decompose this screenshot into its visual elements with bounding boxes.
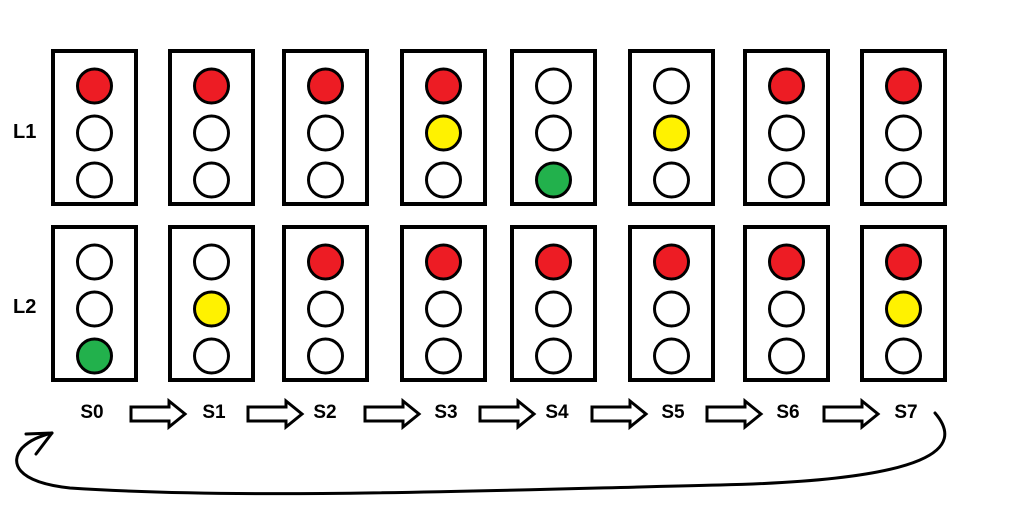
red-lamp: [76, 67, 113, 105]
loop-back-arrow: [15, 411, 947, 496]
yellow-lamp: [307, 114, 344, 152]
yellow-lamp: [535, 290, 572, 328]
state-label-s6: S6: [776, 402, 799, 423]
yellow-lamp: [76, 114, 113, 152]
arrow-s5-to-s6: [705, 397, 764, 431]
traffic-light-l1-s1: [168, 49, 255, 206]
red-lamp: [768, 67, 805, 105]
green-lamp: [535, 337, 572, 375]
traffic-light-l1-s4: [510, 49, 597, 206]
red-lamp: [535, 243, 572, 281]
row-label-l1: L1: [13, 121, 36, 143]
arrow-s4-to-s5: [590, 397, 649, 431]
traffic-light-l2-s1: [168, 225, 255, 382]
red-lamp: [885, 67, 922, 105]
red-lamp: [193, 243, 230, 281]
green-lamp: [307, 337, 344, 375]
traffic-light-l1-s2: [282, 49, 369, 206]
traffic-light-l1-s0: [51, 49, 138, 206]
state-label-s5: S5: [661, 402, 685, 423]
green-lamp: [768, 337, 805, 375]
state-label-s7: S7: [894, 402, 917, 423]
arrow-s1-to-s2: [246, 397, 305, 431]
loop-back-arrowhead: [24, 431, 54, 456]
yellow-lamp: [425, 290, 462, 328]
red-lamp: [76, 243, 113, 281]
traffic-lights: [51, 49, 947, 382]
yellow-lamp: [768, 114, 805, 152]
red-lamp: [885, 243, 922, 281]
traffic-light-l2-s5: [628, 225, 715, 382]
traffic-light-l2-s6: [743, 225, 830, 382]
traffic-light-l2-s2: [282, 225, 369, 382]
yellow-lamp: [535, 114, 572, 152]
red-lamp: [425, 67, 462, 105]
green-lamp: [768, 161, 805, 199]
green-lamp: [193, 337, 230, 375]
yellow-lamp: [653, 114, 690, 152]
yellow-lamp: [653, 290, 690, 328]
red-lamp: [425, 243, 462, 281]
row-label-l2: L2: [13, 296, 36, 318]
transition-arrows: [129, 397, 881, 431]
traffic-light-l2-s7: [860, 225, 947, 382]
yellow-lamp: [193, 290, 230, 328]
traffic-light-l1-s6: [743, 49, 830, 206]
yellow-lamp: [885, 290, 922, 328]
row-labels: L1 L2: [13, 121, 36, 318]
green-lamp: [885, 337, 922, 375]
red-lamp: [768, 243, 805, 281]
yellow-lamp: [193, 114, 230, 152]
arrow-s3-to-s4: [478, 397, 537, 431]
state-label-s0: S0: [80, 402, 103, 423]
green-lamp: [885, 161, 922, 199]
yellow-lamp: [307, 290, 344, 328]
traffic-light-l2-s4: [510, 225, 597, 382]
state-label-s4: S4: [545, 402, 569, 423]
state-label-s1: S1: [202, 402, 226, 423]
state-label-s3: S3: [434, 402, 457, 423]
green-lamp: [76, 337, 113, 375]
green-lamp: [76, 161, 113, 199]
traffic-light-l2-s0: [51, 225, 138, 382]
red-lamp: [193, 67, 230, 105]
green-lamp: [193, 161, 230, 199]
yellow-lamp: [768, 290, 805, 328]
green-lamp: [653, 161, 690, 199]
green-lamp: [535, 161, 572, 199]
traffic-light-l1-s7: [860, 49, 947, 206]
yellow-lamp: [885, 114, 922, 152]
red-lamp: [307, 243, 344, 281]
state-label-s2: S2: [313, 402, 336, 423]
traffic-light-l1-s5: [628, 49, 715, 206]
green-lamp: [425, 337, 462, 375]
green-lamp: [653, 337, 690, 375]
traffic-light-l1-s3: [400, 49, 487, 206]
red-lamp: [307, 67, 344, 105]
green-lamp: [307, 161, 344, 199]
red-lamp: [653, 243, 690, 281]
traffic-light-l2-s3: [400, 225, 487, 382]
state-labels: S0 S1 S2 S3 S4 S5 S6 S7: [80, 402, 917, 423]
arrow-s2-to-s3: [363, 397, 422, 431]
red-lamp: [535, 67, 572, 105]
arrow-s0-to-s1: [129, 397, 188, 431]
arrow-s6-to-s7: [822, 397, 881, 431]
yellow-lamp: [76, 290, 113, 328]
red-lamp: [653, 67, 690, 105]
green-lamp: [425, 161, 462, 199]
yellow-lamp: [425, 114, 462, 152]
